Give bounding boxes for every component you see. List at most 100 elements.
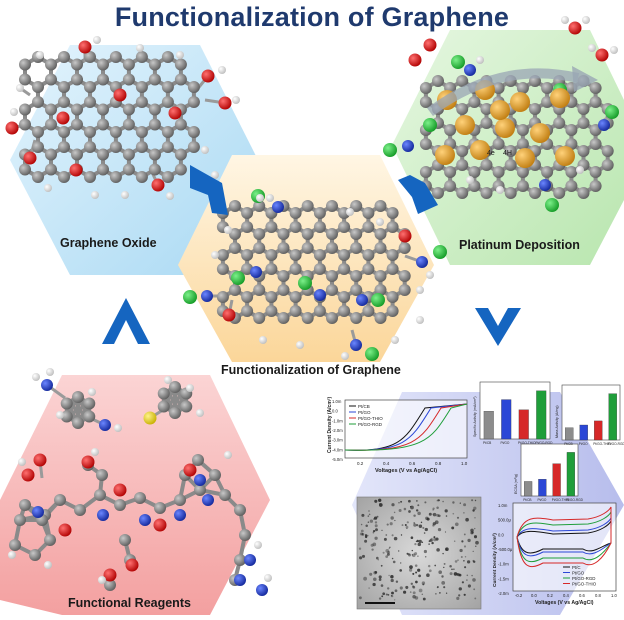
nitrogen-atom xyxy=(41,379,53,391)
tem-particle xyxy=(463,503,467,507)
tem-particle xyxy=(368,510,370,512)
carbon-atom xyxy=(241,221,254,233)
tem-particle xyxy=(369,572,373,576)
carbon-atom xyxy=(60,410,73,423)
oxygen-atom xyxy=(408,53,422,67)
tem-particle xyxy=(410,536,414,539)
carbon-atom xyxy=(374,200,387,212)
tem-particle xyxy=(443,566,445,569)
tem-particle xyxy=(389,522,393,526)
oxygen-atom xyxy=(595,48,609,62)
nitrogen-atom xyxy=(256,584,268,596)
tem-particle xyxy=(380,564,383,567)
carbon-atom xyxy=(386,291,399,303)
tem-particle xyxy=(461,581,464,584)
mass-activity-bar xyxy=(579,424,588,441)
carbon-atom xyxy=(565,124,578,136)
carbon-atom xyxy=(577,103,590,115)
nitrogen-atom xyxy=(97,509,109,521)
carbon-atom xyxy=(19,499,31,511)
tem-particle xyxy=(403,590,407,594)
chevron-right-icon xyxy=(190,165,228,215)
specific-activity-bar xyxy=(501,399,512,440)
carbon-atom xyxy=(219,489,231,501)
carbon-atom xyxy=(313,221,326,233)
hydrogen-atom xyxy=(10,108,18,116)
hydrogen-atom xyxy=(88,388,96,396)
tem-particle xyxy=(434,564,437,567)
tem-particle xyxy=(399,569,403,572)
carbon-atom xyxy=(135,141,148,153)
tem-particle xyxy=(360,529,364,533)
tem-particle xyxy=(423,532,426,534)
carbon-atom xyxy=(386,249,399,261)
carbon-atom xyxy=(161,126,174,138)
carbon-atom xyxy=(241,305,254,317)
tem-particle xyxy=(400,534,403,536)
tem-particle xyxy=(372,529,376,533)
tem-particle xyxy=(437,514,441,518)
hydrogen-atom xyxy=(121,191,129,199)
nitrogen-atom xyxy=(464,64,476,76)
chevron-up-icon xyxy=(102,298,150,344)
specific-activity-bar xyxy=(518,409,529,440)
carbon-atom xyxy=(289,249,302,261)
tem-particle xyxy=(473,506,477,510)
nitrogen-atom xyxy=(272,201,284,213)
nitrogen-atom xyxy=(99,419,111,431)
carbon-atom xyxy=(109,51,122,63)
carbon-atom xyxy=(45,148,57,161)
oxygen-atom xyxy=(58,523,72,537)
carbon-atom xyxy=(239,529,251,541)
carbon-atom xyxy=(419,82,432,94)
tem-particle xyxy=(412,572,415,575)
carbon-atom xyxy=(74,504,86,516)
oxygen-atom xyxy=(222,308,236,322)
tem-particle xyxy=(387,550,390,554)
tem-particle xyxy=(442,500,444,503)
tem-particle xyxy=(366,534,369,537)
tem-particle xyxy=(420,521,423,524)
carbon-atom xyxy=(444,166,457,178)
chevron-right-icon xyxy=(398,175,438,214)
tem-particle xyxy=(473,535,478,539)
tem-particle xyxy=(390,516,394,520)
carbon-atom xyxy=(374,270,387,282)
carbon-atom xyxy=(84,171,96,183)
carbon-atom xyxy=(72,391,84,403)
tem-particle xyxy=(445,592,448,594)
lsv-y-tick: -5.0m xyxy=(332,457,343,462)
carbon-atom xyxy=(135,96,148,108)
carbon-atom xyxy=(148,148,161,161)
tem-particle xyxy=(466,579,468,581)
carbon-atom xyxy=(253,200,266,212)
hydrogen-atom xyxy=(32,373,40,381)
tem-particle xyxy=(431,541,434,545)
carbon-atom xyxy=(96,469,108,481)
oxygen-atom xyxy=(113,88,127,102)
tem-particle xyxy=(418,524,423,529)
tem-particle xyxy=(380,584,384,587)
platinum-particle xyxy=(490,100,510,120)
nitrogen-atom xyxy=(234,574,246,586)
carbon-atom xyxy=(313,249,326,261)
cv-x-tick: 0.2 xyxy=(547,593,553,598)
carbon-atom xyxy=(456,187,469,199)
tem-particle xyxy=(376,556,379,560)
carbon-atom xyxy=(553,117,566,129)
carbon-atom xyxy=(194,484,206,496)
tem-particle xyxy=(361,513,365,517)
tem-particle xyxy=(428,512,432,516)
tem-particle xyxy=(364,534,368,537)
tem-particle xyxy=(391,503,395,507)
hydrogen-atom xyxy=(218,66,226,74)
carbon-atom xyxy=(209,469,221,481)
functional-reagents-molecules xyxy=(8,368,272,596)
hydrogen-atom xyxy=(264,574,272,582)
mass-activity-category-label: Pt/GO-RGD xyxy=(608,442,624,446)
carbon-atom xyxy=(456,103,469,115)
carbon-atom xyxy=(32,81,44,93)
tem-particle xyxy=(414,564,418,567)
tem-particle xyxy=(386,552,390,556)
tem-particle xyxy=(463,512,465,514)
